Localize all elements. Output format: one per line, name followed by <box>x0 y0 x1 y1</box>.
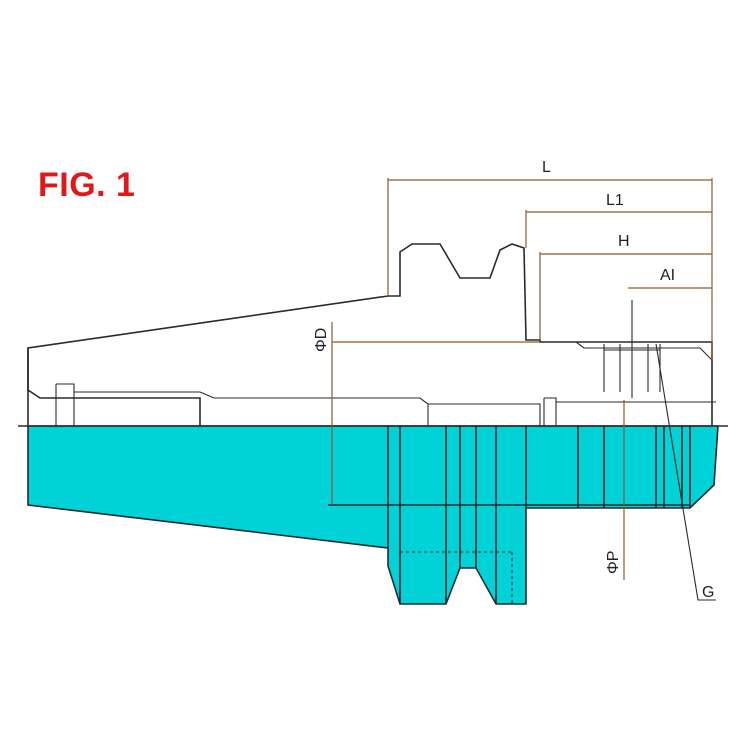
dim-label-d: ΦD <box>313 328 330 352</box>
dim-label-l: L <box>542 159 551 176</box>
g-leader <box>655 343 716 601</box>
dim-label-l1: L1 <box>606 192 624 209</box>
section-lines <box>328 426 691 604</box>
upper-outline <box>18 243 728 427</box>
figure-title: FIG. 1 <box>38 166 136 204</box>
dim-label-a1: AI <box>660 267 675 284</box>
dim-label-p: ΦP <box>605 551 622 574</box>
dimension-lines <box>331 178 713 580</box>
dim-label-h: H <box>618 233 630 250</box>
dim-label-g: G <box>702 584 714 601</box>
section-fill <box>27 425 719 605</box>
